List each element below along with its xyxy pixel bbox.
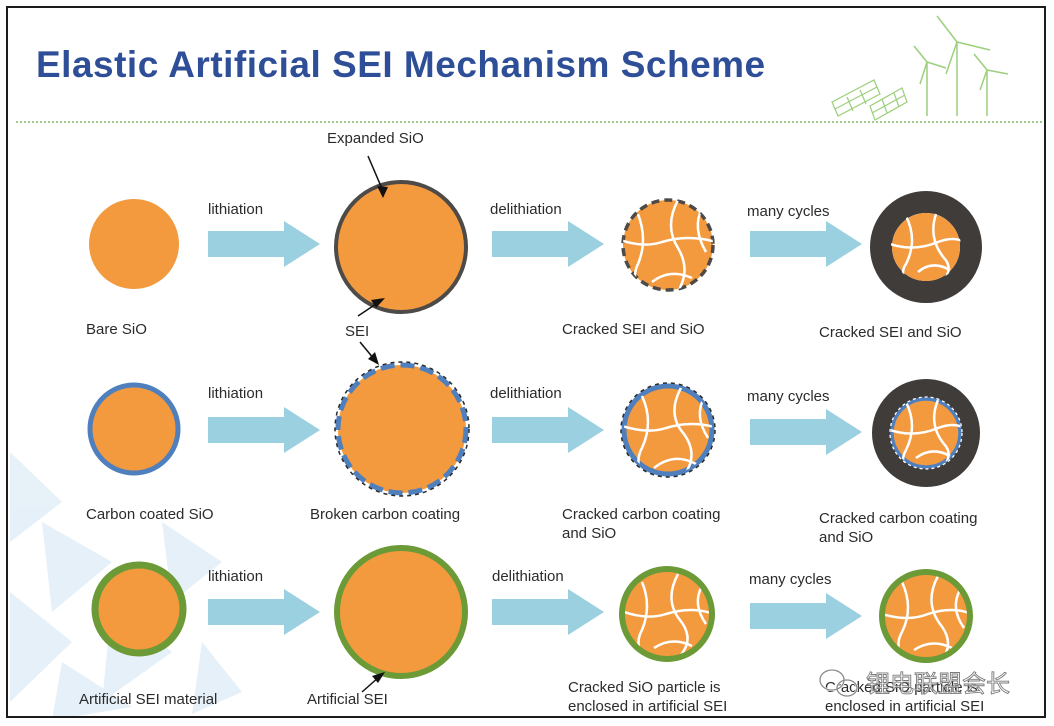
thick-sei-shell (872, 379, 980, 487)
callout-arrowhead (368, 352, 379, 365)
solar-panel-icon (831, 79, 908, 121)
stage-label: Artificial SEI material (79, 691, 217, 708)
stage-label-line: enclosed in artificial SEI (568, 698, 727, 715)
arrow-label: delithiation (492, 568, 564, 585)
stage-label-line: Bare SiO (86, 321, 147, 338)
mechanism-diagram: lithiation delithiation many cycles lith… (10, 15, 1010, 716)
row-carbon-coated-sio (87, 341, 980, 497)
title-divider (16, 121, 1044, 123)
lithiation-arrow (208, 221, 320, 267)
stage-label-line: Cracked SiO particle is (568, 679, 721, 696)
cracked-coated-outline (620, 382, 716, 478)
arrow-label: delithiation (490, 201, 562, 218)
arrow-label: many cycles (747, 203, 830, 220)
process-arrows (208, 221, 862, 639)
stage-label-line: Carbon coated SiO (86, 506, 214, 523)
cycling-arrow (750, 409, 862, 455)
stage-label: Cracked SiO particle is enclosed in artif… (568, 679, 727, 715)
stage-label-line: Cracked SEI and SiO (562, 321, 705, 338)
arrow-label: lithiation (208, 568, 263, 585)
callout-arrowhead (377, 186, 388, 198)
stage-label: Cracked SEI and SiO (819, 324, 962, 341)
callout-label: Expanded SiO (327, 130, 424, 147)
stage-label-line: Cracked SiO particle is (825, 679, 978, 696)
arrow-label: many cycles (749, 571, 832, 588)
watermark-text: 锂电联盟会长 (866, 671, 1010, 698)
carbon-coated-particle (87, 382, 181, 476)
wind-turbine-icon (913, 15, 1009, 116)
stage-label-line: enclosed in artificial SEI (825, 698, 984, 715)
delithiation-arrow (492, 221, 604, 267)
row-bare-sio (89, 155, 982, 317)
stage-label-line: Cracked carbon coating (562, 506, 720, 523)
stage-label-line: Artificial SEI (307, 691, 388, 708)
expanded-sio-particle (334, 180, 468, 314)
delithiation-arrow (492, 407, 604, 453)
stage-label: Cracked carbon coating and SiO (562, 506, 720, 542)
wechat-icon (819, 669, 858, 697)
stage-label: Broken carbon coating (310, 506, 460, 523)
cycling-arrow (750, 593, 862, 639)
artificial-sei-particle (91, 561, 187, 657)
watermark: 锂电联盟会长 (818, 668, 1010, 698)
stage-label-line: Cracked carbon coating (819, 510, 977, 527)
arrow-label: lithiation (208, 201, 263, 218)
stage-label: Artificial SEI (307, 691, 388, 708)
bare-sio-particle (89, 199, 179, 289)
expanded-artificial-sei-particle (334, 545, 468, 679)
stage-label-line: Artificial SEI material (79, 691, 217, 708)
slide-frame: Elastic Artificial SEI Mechanism Scheme (6, 6, 1046, 718)
callout-label: SEI (345, 323, 369, 340)
stage-label: Cracked carbon coating and SiO (819, 510, 977, 546)
arrow-label: many cycles (747, 388, 830, 405)
stage-label: Cracked SiO particle is enclosed in artif… (825, 679, 984, 715)
stage-label-line: Cracked SEI and SiO (819, 324, 962, 341)
broken-coating-outline (334, 361, 470, 497)
lithiation-arrow (208, 407, 320, 453)
cycled-coated-outline (889, 396, 963, 470)
stage-label: Cracked SEI and SiO (562, 321, 705, 338)
stage-label: Carbon coated SiO (86, 506, 214, 523)
lithiation-arrow (208, 589, 320, 635)
callout-arrowhead (372, 672, 385, 683)
broken-coating-particle (335, 362, 469, 496)
callout-arrowhead (371, 298, 385, 308)
slide-title: Elastic Artificial SEI Mechanism Scheme (36, 44, 766, 85)
arrow-label: lithiation (208, 385, 263, 402)
row-artificial-sei (91, 545, 973, 693)
cracked-sio-particle (621, 198, 715, 292)
cycling-arrow (750, 221, 862, 267)
arrow-label: delithiation (490, 385, 562, 402)
stage-label-line: and SiO (819, 529, 873, 546)
stage-label: Bare SiO (86, 321, 147, 338)
delithiation-arrow (492, 589, 604, 635)
thick-sei-shell (870, 191, 982, 303)
callout-pointer (367, 155, 384, 192)
stage-label-line: Broken carbon coating (310, 506, 460, 523)
stage-label-line: and SiO (562, 525, 616, 542)
